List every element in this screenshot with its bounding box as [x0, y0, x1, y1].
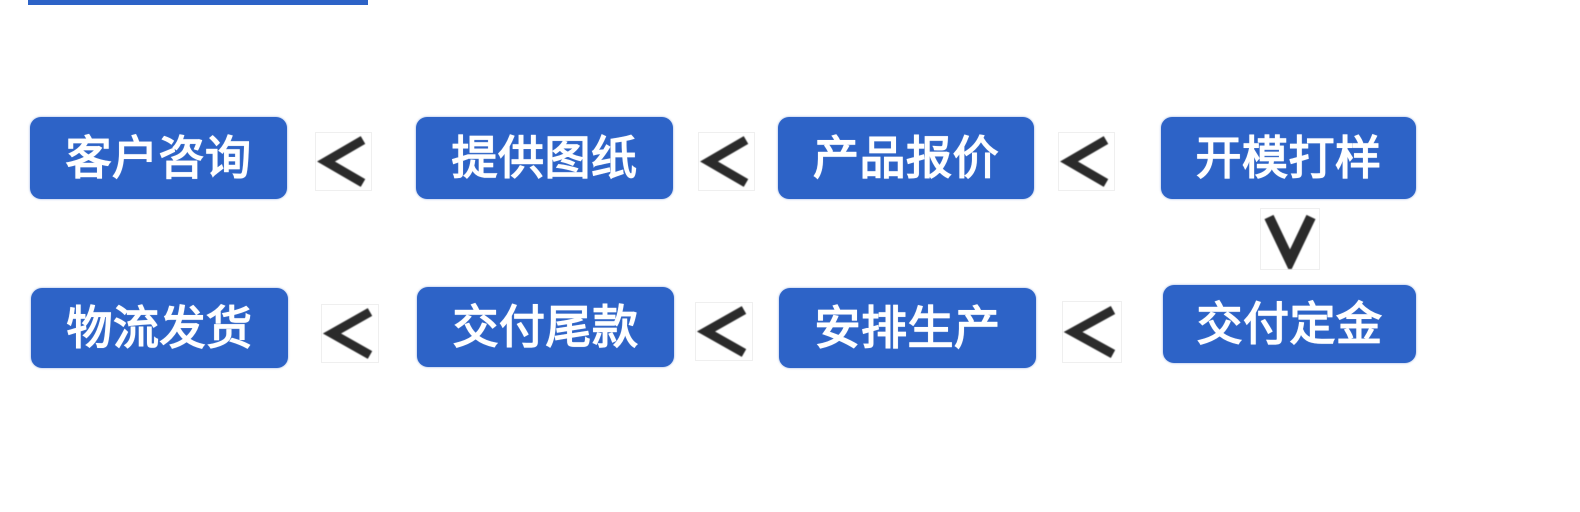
step-label: 交付定金: [1196, 298, 1383, 350]
step-arrange-production: 安排生产: [779, 288, 1036, 368]
step-product-quotation: 产品报价: [778, 117, 1034, 199]
step-provide-drawings: 提供图纸: [416, 117, 673, 199]
chevron-left-icon: [699, 133, 754, 190]
chevron-left-icon: [316, 133, 371, 190]
step-pay-deposit: 交付定金: [1163, 285, 1416, 363]
chevron-left-icon: [1063, 302, 1121, 362]
top-accent-bar: [28, 0, 368, 5]
chevron-left-icon: [696, 303, 752, 360]
step-logistics-shipping: 物流发货: [31, 288, 288, 368]
step-label: 物流发货: [66, 302, 253, 354]
step-label: 交付尾款: [452, 301, 639, 353]
step-label: 客户咨询: [65, 132, 252, 184]
chevron-left-icon: [322, 305, 378, 362]
step-label: 开模打样: [1195, 132, 1382, 184]
step-label: 安排生产: [814, 302, 1001, 354]
step-label: 产品报价: [813, 132, 999, 184]
chevron-down-icon: [1261, 209, 1319, 269]
step-customer-inquiry: 客户咨询: [30, 117, 287, 199]
chevron-left-icon: [1059, 133, 1114, 190]
step-label: 提供图纸: [451, 132, 638, 184]
step-mold-sampling: 开模打样: [1161, 117, 1416, 199]
step-pay-balance: 交付尾款: [417, 287, 674, 367]
